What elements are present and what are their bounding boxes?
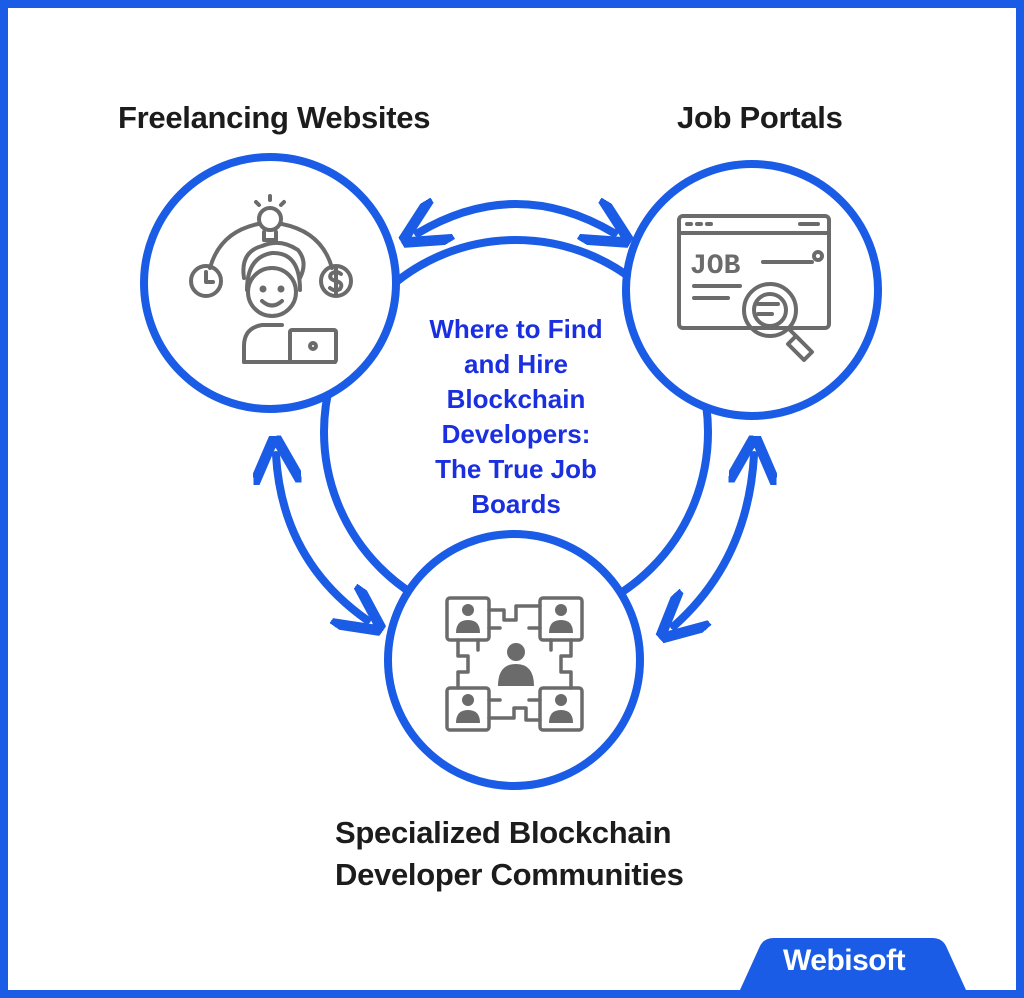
brand-logo: Webisoft (783, 944, 906, 977)
job-icon-text: JOB (690, 251, 741, 282)
label-freelancing-websites: Freelancing Websites (118, 100, 431, 135)
center-title-line5: The True Job (435, 454, 597, 484)
center-title-line6: Boards (471, 489, 561, 519)
job-search-icon (677, 214, 831, 362)
center-title-line1: Where to Find (429, 314, 603, 344)
center-title-line2: and Hire (463, 349, 569, 379)
center-title: Where to Find and Hire Blockchain Develo… (394, 312, 638, 522)
label-job-portals: Job Portals (677, 100, 843, 135)
developer-network-icon (445, 596, 584, 732)
brand-tab (740, 938, 966, 990)
arrow-right (674, 455, 754, 626)
label-specialized-line1: Specialized Blockchain (335, 815, 672, 850)
node-circle-freelancing (140, 153, 400, 413)
arrow-top (418, 204, 614, 233)
arrow-left (276, 455, 367, 620)
label-specialized-line2: Developer Communities (335, 857, 684, 892)
label-specialized-communities: Specialized Blockchain Developer Communi… (335, 812, 684, 896)
center-title-line4: Developers: (441, 419, 591, 449)
freelancer-icon (189, 194, 353, 364)
center-title-line3: Blockchain (446, 384, 586, 414)
